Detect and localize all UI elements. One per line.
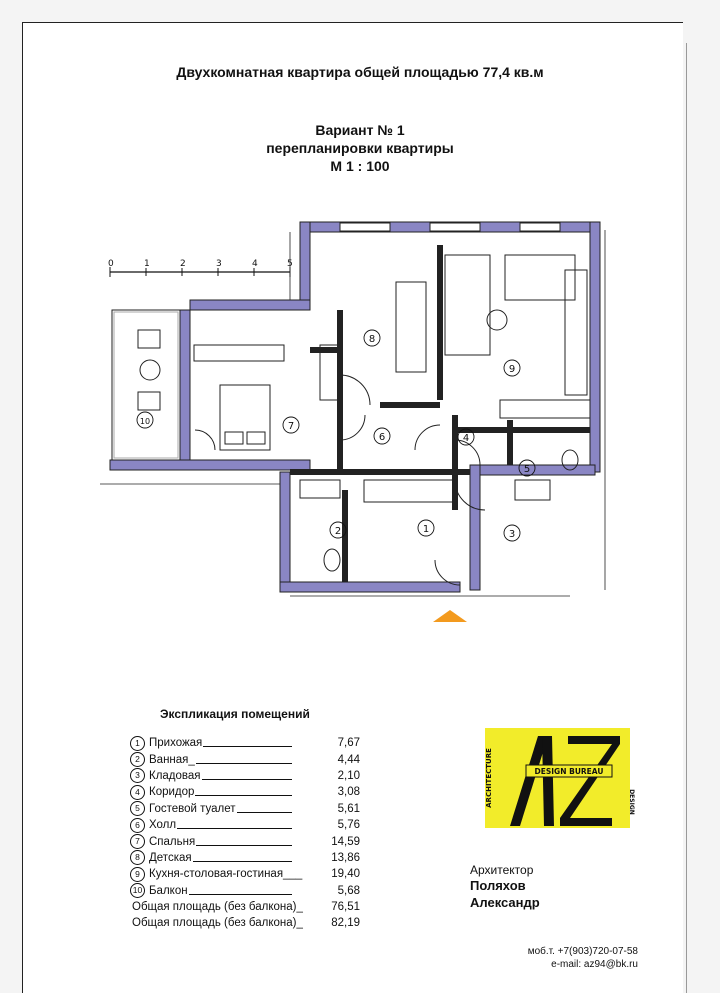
scale-bar: 0 1 2 3 4 5: [108, 259, 293, 277]
room-mark: 6: [379, 432, 385, 443]
logo-text-architecture: ARCHITECTURE: [485, 748, 493, 808]
author-surname: Поляхов: [470, 878, 526, 893]
scale-tick: 3: [216, 259, 222, 269]
logo-band-text: DESIGN BUREAU: [535, 767, 604, 776]
sink: [514, 479, 551, 501]
balcony-table: [139, 359, 161, 381]
scale-label: М 1 : 100: [330, 158, 390, 174]
balcony-chair: [137, 391, 161, 411]
kitchen-unit: [564, 269, 588, 396]
scale-tick: 4: [252, 259, 258, 269]
phone-text: моб.т. +7(903)720-07-58: [527, 946, 638, 957]
entry-marker-icon: [433, 610, 467, 622]
variant-subtitle: перепланировки квартиры: [266, 140, 454, 156]
room-mark: 5: [524, 464, 530, 475]
coffee-table: [486, 309, 508, 331]
variant-title: Вариант № 1: [315, 122, 405, 138]
room-marks: 1 2 3 4 5 6 7 8 9 10: [136, 329, 536, 542]
exterior-walls: [109, 221, 601, 593]
windows: [339, 222, 561, 232]
guest-toilet: [561, 449, 579, 471]
room-mark: 10: [140, 417, 150, 426]
author-block: Архитектор Поляхов Александр: [470, 863, 540, 911]
room-mark: 2: [335, 526, 341, 537]
dining-table: [504, 254, 576, 301]
room-mark: 7: [288, 421, 294, 432]
scale-tick: 0: [108, 259, 114, 269]
page-title: Двухкомнатная квартира общей площадью 77…: [176, 64, 544, 80]
wardrobe: [319, 344, 341, 401]
room-mark: 3: [509, 529, 515, 540]
hall-wardrobe: [363, 479, 455, 503]
balcony-chair: [137, 329, 161, 349]
room-mark: 1: [423, 524, 429, 535]
contacts-block: моб.т. +7(903)720-07-58 e-mail: az94@bk.…: [500, 945, 638, 971]
interior-walls: [290, 245, 590, 582]
floor-plan: 0 1 2 3 4 5: [100, 221, 606, 622]
explication-title: Экспликация помещений: [160, 707, 310, 721]
scale-tick: 1: [144, 259, 150, 269]
sofa-large: [444, 254, 491, 356]
kitchen-counter: [499, 399, 591, 419]
scale-tick: 2: [180, 259, 186, 269]
author-name: Александр: [470, 895, 540, 910]
room-mark: 4: [463, 433, 469, 444]
total-row: Общая площадь (без балкона)_76,51: [132, 901, 360, 914]
sofa: [395, 281, 427, 373]
wardrobe-bedroom: [193, 344, 285, 362]
total-row: Общая площадь (без балкона)_82,19: [132, 917, 360, 930]
email-link[interactable]: e-mail: az94@bk.ru: [551, 959, 638, 970]
az-logo: ARCHITECTURE DESIGN AZ DESIGN BUREAU: [485, 728, 635, 828]
pillow: [224, 431, 244, 445]
toilet: [323, 548, 341, 572]
balcony: [111, 309, 181, 461]
dimension-lines: [100, 230, 606, 597]
room-mark: 8: [369, 334, 375, 345]
bathtub: [299, 479, 341, 499]
doors: [194, 374, 486, 586]
room-mark: 9: [509, 364, 515, 375]
pillow: [246, 431, 266, 445]
logo-text-design: DESIGN: [628, 789, 635, 815]
furniture: [137, 254, 591, 572]
author-role: Архитектор: [470, 863, 534, 877]
bed: [219, 384, 271, 451]
